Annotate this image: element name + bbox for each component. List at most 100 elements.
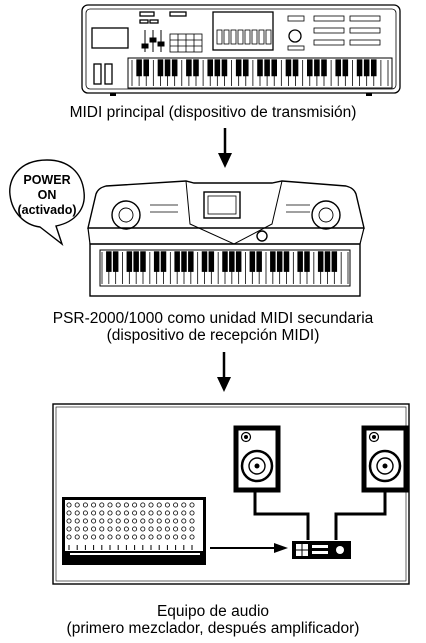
mixer-knob xyxy=(91,510,97,516)
mixer-knob xyxy=(189,526,195,532)
mixer-knob xyxy=(148,502,154,508)
black-key xyxy=(235,251,242,272)
mixer-knob xyxy=(115,526,121,532)
master-button-rows xyxy=(287,15,381,51)
arrow-mixer-to-amp xyxy=(210,543,288,553)
mixer-knob xyxy=(115,518,121,524)
mixer-knob xyxy=(132,526,138,532)
mixer-knob xyxy=(189,534,195,540)
mixer-knob xyxy=(123,510,129,516)
black-key xyxy=(297,251,303,272)
black-key xyxy=(257,59,263,77)
mixer-knob xyxy=(181,526,187,532)
mixer-knob xyxy=(164,510,170,516)
black-key xyxy=(143,59,150,77)
mixer-knob xyxy=(148,518,154,524)
black-key xyxy=(193,59,199,77)
mixer-knob xyxy=(173,518,179,524)
amplifier xyxy=(292,541,351,559)
mixer-knob xyxy=(132,502,138,508)
black-key xyxy=(304,251,310,272)
black-key xyxy=(324,251,331,272)
mixer-knob xyxy=(140,526,146,532)
mixer-knob xyxy=(123,534,129,540)
black-key xyxy=(306,59,313,77)
mixer-knob xyxy=(189,510,195,516)
mixer-knob xyxy=(82,526,88,532)
mixer-knob xyxy=(74,510,80,516)
mixer-knob xyxy=(173,502,179,508)
black-key xyxy=(160,251,167,272)
black-key xyxy=(331,251,338,272)
mixer-knob xyxy=(74,534,80,540)
black-key xyxy=(112,251,119,272)
master-keypad xyxy=(169,33,203,53)
mixer-knob xyxy=(82,518,88,524)
black-key xyxy=(314,59,320,77)
black-key xyxy=(370,59,377,77)
audio-label-2: (primero mezclador, después amplificador… xyxy=(66,620,360,637)
black-key xyxy=(133,251,139,272)
mixer-knob xyxy=(82,502,88,508)
black-key xyxy=(356,59,363,77)
mixer-knob xyxy=(123,526,129,532)
master-sliders xyxy=(141,30,165,52)
black-key xyxy=(292,59,299,77)
mixer-knob xyxy=(91,526,97,532)
black-key xyxy=(249,251,256,272)
black-key xyxy=(242,59,249,77)
black-key xyxy=(221,59,228,77)
mixer-knob xyxy=(66,526,72,532)
mixer-knob xyxy=(107,510,113,516)
mixer-knob xyxy=(140,502,146,508)
mixer-knob xyxy=(164,534,170,540)
black-key xyxy=(270,251,276,272)
black-key xyxy=(207,59,214,77)
receiver-label-1: PSR-2000/1000 como unidad MIDI secundari… xyxy=(52,310,374,327)
mixer-knob xyxy=(164,526,170,532)
mixer-knob xyxy=(132,510,138,516)
psr-screen xyxy=(203,191,241,219)
black-key xyxy=(317,251,324,272)
black-key xyxy=(201,251,208,272)
mixer-knob xyxy=(173,510,179,516)
mixer-knob xyxy=(148,534,154,540)
black-key xyxy=(222,251,228,272)
mixer-knob xyxy=(173,534,179,540)
black-key xyxy=(186,59,192,77)
master-keys xyxy=(131,59,389,86)
mixer-knob xyxy=(148,526,154,532)
black-key xyxy=(264,59,270,77)
mixer-knob xyxy=(189,518,195,524)
speaker-cables xyxy=(253,492,387,540)
mixer-knob xyxy=(156,510,162,516)
black-key xyxy=(157,59,164,77)
master-dial xyxy=(288,29,302,43)
mixer-knob xyxy=(107,518,113,524)
mixer-knob xyxy=(66,510,72,516)
master-synthesizer xyxy=(81,4,401,94)
bubble-line-2: ON xyxy=(37,188,57,202)
mixer-knob xyxy=(99,534,105,540)
master-foot xyxy=(366,93,372,96)
mod-wheel xyxy=(104,63,113,85)
mixer-knob xyxy=(91,502,97,508)
mixer-knob xyxy=(74,518,80,524)
mixer-knob xyxy=(140,534,146,540)
black-key xyxy=(256,251,262,272)
receiver-label-2: (dispositivo de recepción MIDI) xyxy=(106,327,320,344)
master-foot xyxy=(110,93,116,96)
black-key xyxy=(276,251,283,272)
mixer-knob xyxy=(140,518,146,524)
black-key xyxy=(140,251,146,272)
mixer-knob xyxy=(115,534,121,540)
mixer-knob xyxy=(82,510,88,516)
mixer-knob xyxy=(99,526,105,532)
mixer-knob xyxy=(99,510,105,516)
black-key xyxy=(342,59,349,77)
mixer-knob xyxy=(123,502,129,508)
mixer-knob xyxy=(66,534,72,540)
black-key xyxy=(136,59,142,77)
mixer-knob xyxy=(181,502,187,508)
mixer-channels xyxy=(66,502,195,550)
